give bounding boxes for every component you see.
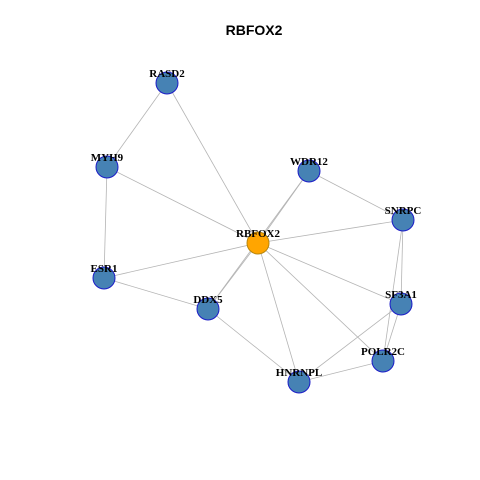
- node-label-hnrnpl: HNRNPL: [276, 367, 322, 379]
- edge-rbfox2-polr2c: [257, 242, 384, 362]
- edge-sf3a1-hnrnpl: [298, 303, 402, 383]
- node-rbfox2: [246, 231, 270, 255]
- edge-esr1-ddx5: [103, 277, 209, 310]
- node-label-snrpc: SNRPC: [385, 205, 422, 217]
- edge-myh9-esr1: [103, 166, 108, 279]
- nodes-layer: [92, 71, 415, 394]
- node-hnrnpl: [287, 370, 311, 394]
- edges-layer: [103, 82, 404, 383]
- edge-snrpc-sf3a1: [400, 219, 404, 305]
- edge-ddx5-hnrnpl: [207, 308, 300, 383]
- node-label-ddx5: DDX5: [193, 294, 223, 306]
- edge-rasd2-rbfox2: [166, 82, 259, 244]
- edge-rasd2-myh9: [106, 82, 168, 168]
- node-label-rasd2: RASD2: [149, 68, 185, 80]
- edge-snrpc-rbfox2: [257, 219, 404, 244]
- node-label-myh9: MYH9: [91, 152, 124, 164]
- node-label-sf3a1: SF3A1: [385, 289, 417, 301]
- node-sf3a1: [389, 292, 413, 316]
- edge-rbfox2-sf3a1: [257, 242, 402, 305]
- node-wdr12: [297, 159, 321, 183]
- edge-polr2c-hnrnpl: [298, 360, 384, 383]
- edge-esr1-rbfox2: [103, 242, 259, 279]
- edge-myh9-rbfox2: [106, 166, 259, 244]
- node-label-rbfox2: RBFOX2: [236, 228, 281, 240]
- edge-rbfox2-ddx5: [207, 242, 259, 310]
- node-esr1: [92, 266, 116, 290]
- diagram-title: RBFOX2: [226, 22, 283, 38]
- node-label-polr2c: POLR2C: [361, 346, 405, 358]
- edge-rbfox2-hnrnpl: [257, 242, 300, 383]
- node-rasd2: [155, 71, 179, 95]
- node-myh9: [95, 155, 119, 179]
- edge-snrpc-polr2c: [382, 219, 404, 362]
- node-polr2c: [371, 349, 395, 373]
- node-ddx5: [196, 297, 220, 321]
- node-label-wdr12: WDR12: [290, 156, 328, 168]
- node-snrpc: [391, 208, 415, 232]
- edge-wdr12-snrpc: [308, 170, 404, 221]
- node-label-esr1: ESR1: [91, 263, 118, 275]
